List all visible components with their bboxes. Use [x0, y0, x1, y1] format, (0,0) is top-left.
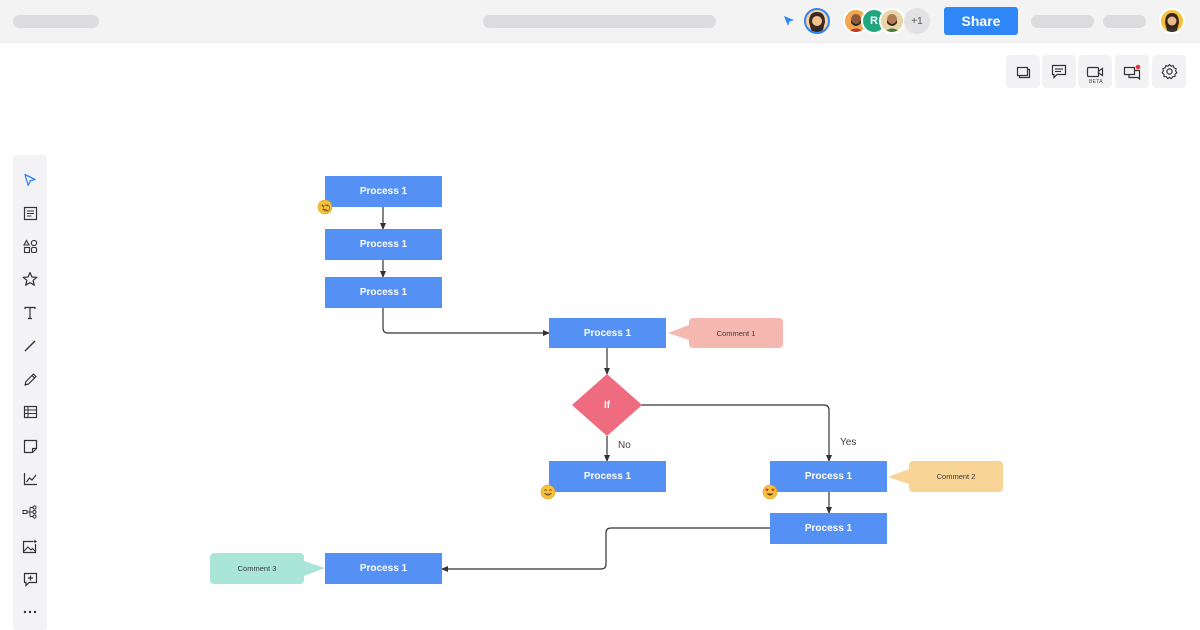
comment-bubble-1[interactable]: Comment 1 — [689, 318, 783, 348]
current-user-avatar[interactable] — [804, 8, 830, 34]
mindmap-icon — [22, 505, 37, 519]
comments-icon — [1051, 64, 1067, 79]
line-tool[interactable] — [13, 334, 47, 358]
process-node-yes-2[interactable]: Process 1 — [770, 513, 887, 544]
mindmap-tool[interactable] — [13, 500, 47, 524]
decision-diamond — [572, 374, 642, 436]
star-tool[interactable] — [13, 267, 47, 291]
thinking-emoji-icon[interactable] — [317, 199, 333, 215]
beta-badge: BETA — [1089, 79, 1103, 85]
pen-icon — [23, 372, 37, 386]
more-tool[interactable] — [13, 600, 47, 624]
pen-tool[interactable] — [13, 367, 47, 391]
edge-label-no: No — [618, 440, 631, 451]
text-icon — [24, 306, 36, 320]
comment1-tail — [668, 325, 689, 340]
process-node-yes[interactable]: Process 1 — [770, 461, 887, 492]
sticky-note-tool[interactable] — [13, 434, 47, 458]
comment-bubble-3[interactable]: Comment 3 — [210, 553, 304, 584]
heart-eyes-emoji-icon[interactable] — [762, 484, 778, 500]
document-icon — [23, 206, 37, 220]
text-tool[interactable] — [13, 301, 47, 325]
decision-label[interactable]: If — [603, 399, 611, 411]
share-button[interactable]: Share — [944, 7, 1018, 35]
line-icon — [24, 340, 36, 352]
shapes-icon — [22, 238, 37, 253]
comment2-tail — [888, 469, 909, 484]
document-title-placeholder[interactable] — [13, 15, 99, 28]
menu-placeholder-2[interactable] — [1103, 15, 1146, 28]
sticky-note-icon — [23, 439, 37, 453]
connector-p3-p4 — [382, 308, 550, 336]
layers-icon — [1016, 66, 1031, 78]
chart-tool[interactable] — [13, 467, 47, 491]
more-icon — [23, 610, 37, 614]
cursor-follow-icon[interactable] — [782, 14, 796, 28]
image-tool[interactable] — [13, 534, 47, 558]
collaborator-initial: R — [870, 15, 878, 27]
left-toolbar — [13, 155, 47, 630]
connector-yes2-end — [441, 527, 770, 572]
edge-label-yes: Yes — [840, 437, 857, 448]
comments-button[interactable] — [1042, 55, 1076, 88]
top-bar: R +1 Share — [0, 0, 1200, 43]
process-node-3[interactable]: Process 1 — [325, 277, 442, 308]
table-tool[interactable] — [13, 400, 47, 424]
chat-icon — [1123, 64, 1141, 80]
select-tool[interactable] — [13, 168, 47, 192]
process-node-4[interactable]: Process 1 — [549, 318, 666, 348]
menu-placeholder-1[interactable] — [1031, 15, 1094, 28]
pointer-icon — [24, 173, 36, 187]
settings-button[interactable] — [1152, 55, 1186, 88]
connector-decision-yes — [641, 404, 832, 462]
breadcrumb-placeholder — [483, 15, 716, 28]
more-collaborators-badge[interactable]: +1 — [904, 8, 930, 34]
page-tool[interactable] — [13, 201, 47, 225]
grinning-emoji-icon[interactable] — [540, 484, 556, 500]
process-node-end[interactable]: Process 1 — [325, 553, 442, 584]
chat-button[interactable] — [1115, 55, 1149, 88]
process-node-1[interactable]: Process 1 — [325, 176, 442, 207]
image-icon — [22, 539, 37, 553]
video-button[interactable]: BETA — [1078, 55, 1112, 88]
profile-avatar[interactable] — [1159, 8, 1185, 34]
layers-button[interactable] — [1006, 55, 1040, 88]
table-icon — [23, 405, 37, 419]
process-node-no[interactable]: Process 1 — [549, 461, 666, 492]
frame-tool[interactable] — [13, 567, 47, 591]
settings-icon — [1161, 63, 1177, 80]
comment-bubble-2[interactable]: Comment 2 — [909, 461, 1003, 492]
process-node-2[interactable]: Process 1 — [325, 229, 442, 260]
video-icon — [1086, 66, 1104, 77]
star-icon — [22, 271, 38, 286]
chart-icon — [23, 473, 37, 486]
add-frame-icon — [23, 572, 37, 587]
shapes-tool[interactable] — [13, 234, 47, 258]
comment3-tail — [304, 561, 325, 576]
